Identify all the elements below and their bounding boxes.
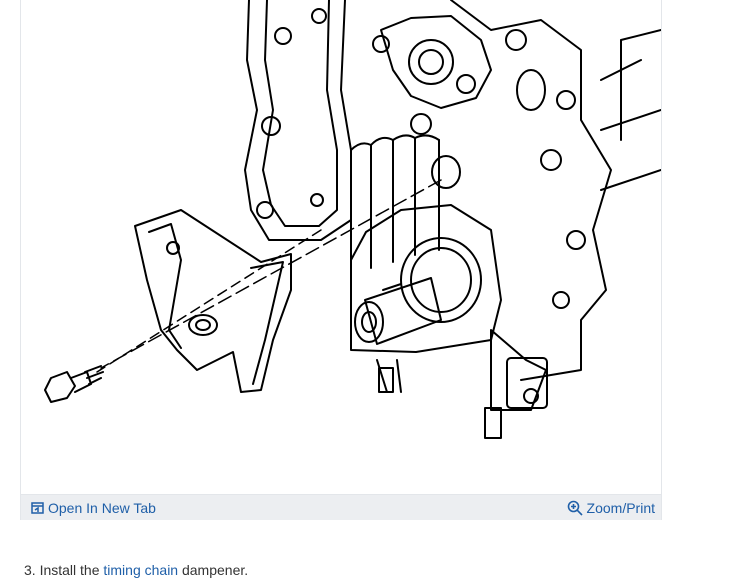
- open-new-tab-icon: [31, 501, 44, 514]
- timing-chain-link[interactable]: timing chain: [103, 562, 179, 578]
- figure-toolbar: Open In New Tab Zoom/Print: [21, 494, 661, 520]
- open-in-new-tab-label: Open In New Tab: [48, 499, 156, 516]
- zoom-print-label: Zoom/Print: [586, 499, 655, 516]
- zoom-plus-icon: [567, 500, 583, 516]
- engine-timing-diagram: [44, 0, 661, 439]
- caption-suffix: dampener.: [178, 562, 249, 578]
- caption-prefix: 3. Install the: [24, 562, 104, 578]
- figure-card: Open In New Tab Zoom/Print: [20, 0, 662, 520]
- open-in-new-tab-link[interactable]: Open In New Tab: [31, 500, 156, 516]
- step-caption: 3. Install the timing chain dampener.: [24, 562, 248, 578]
- zoom-print-link[interactable]: Zoom/Print: [567, 500, 655, 516]
